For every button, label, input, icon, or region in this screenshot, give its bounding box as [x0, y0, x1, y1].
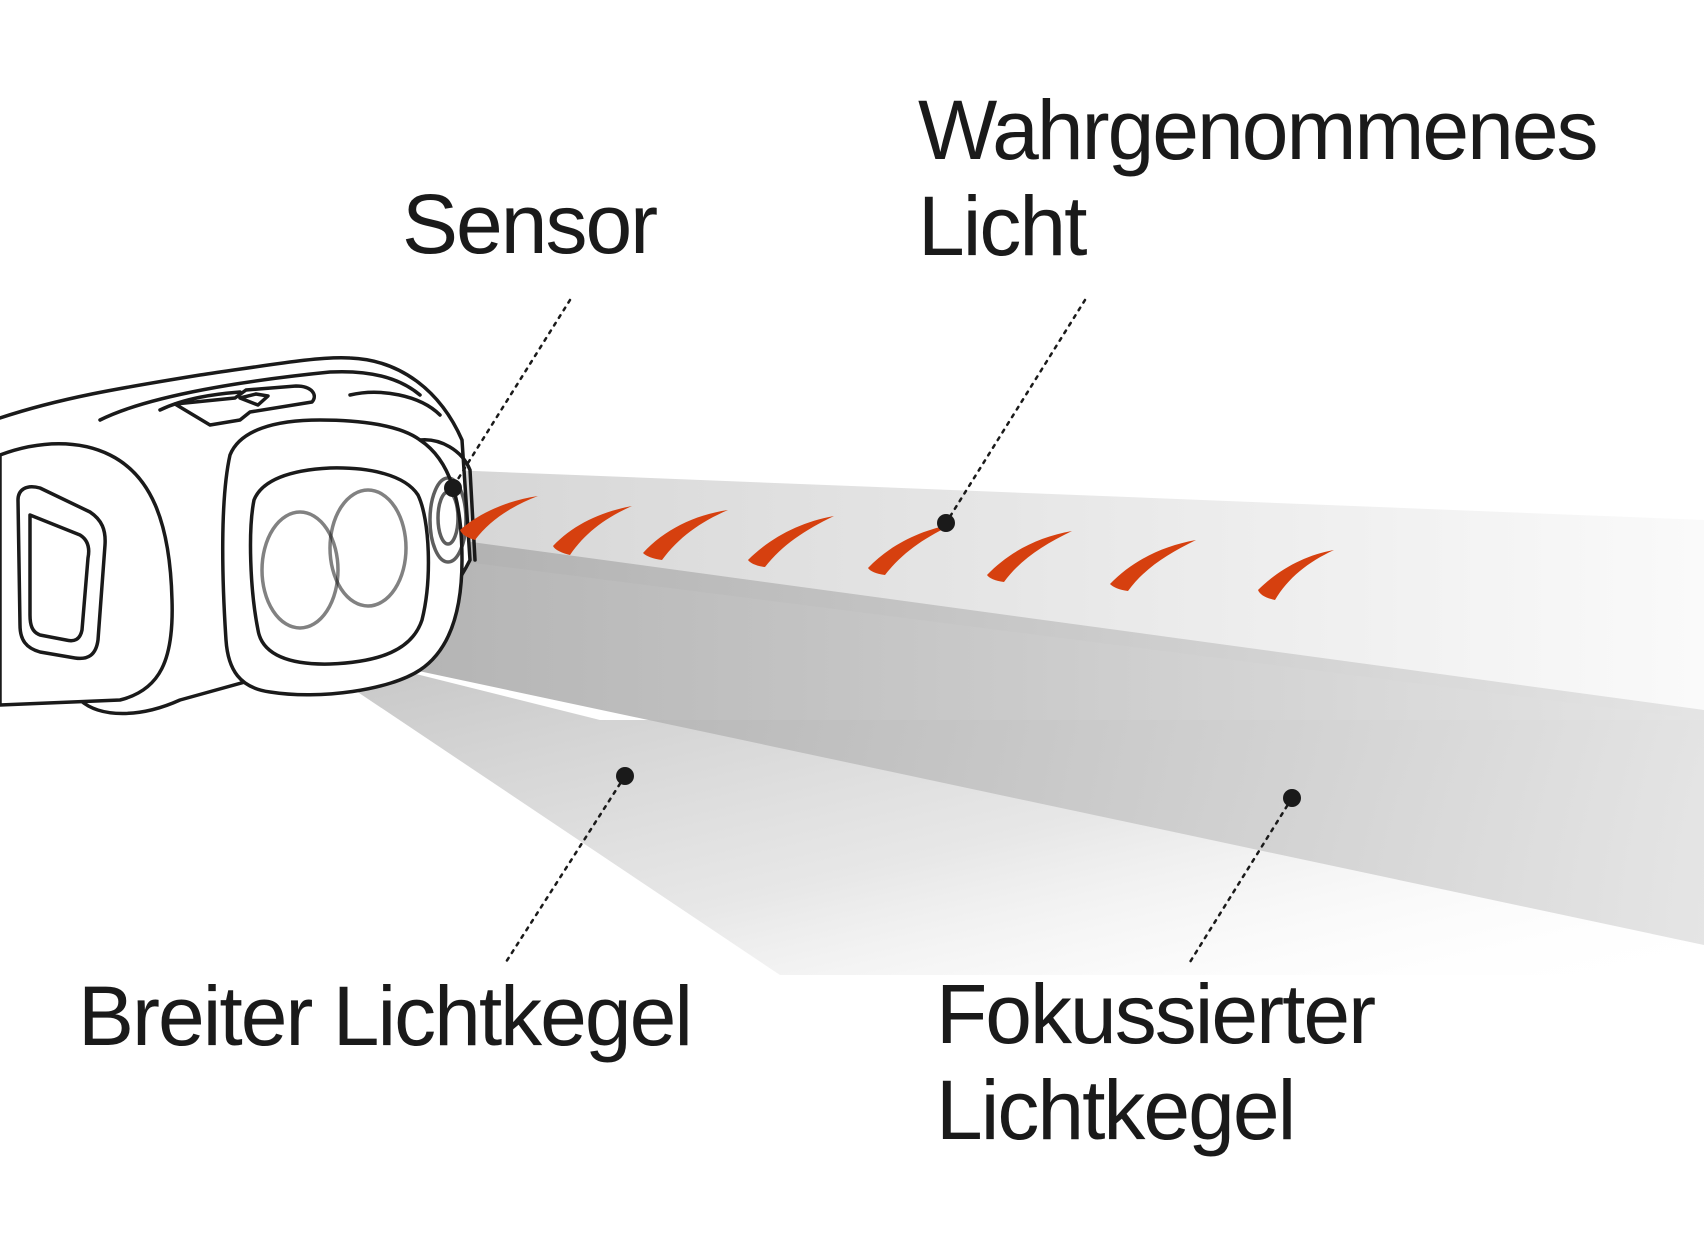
focused-beam-label-line2: Lichtkegel — [936, 1063, 1296, 1157]
leader-lines — [451, 298, 1294, 964]
headlamp-illustration — [0, 355, 477, 716]
focused-beam-label: Fokussierter Lichtkegel — [936, 966, 1376, 1158]
leader-dots — [444, 479, 1301, 807]
wide-beam-dot — [616, 767, 634, 785]
focused-beam-label-line1: Fokussierter — [936, 967, 1376, 1061]
perceived-light-label-line1: Wahrgenommenes — [918, 83, 1599, 177]
focused-beam — [310, 520, 1704, 945]
perceived-dot — [937, 514, 955, 532]
focused-beam-leader-line — [1188, 796, 1294, 964]
upper-beam — [450, 470, 1704, 720]
sensor-dot — [444, 479, 462, 497]
focused-beam-dot — [1283, 789, 1301, 807]
perceived-light-label-line2: Licht — [918, 179, 1087, 273]
wide-beam-leader-line — [504, 774, 627, 964]
wide-beam-label: Breiter Lichtkegel — [78, 969, 693, 1063]
perceived-leader-line — [944, 298, 1087, 525]
sensor-leader-line — [451, 298, 572, 489]
crescent-light-marks — [460, 496, 1334, 600]
sensor-label: Sensor — [402, 177, 658, 271]
perceived-light-label: Wahrgenommenes Licht — [918, 82, 1599, 274]
